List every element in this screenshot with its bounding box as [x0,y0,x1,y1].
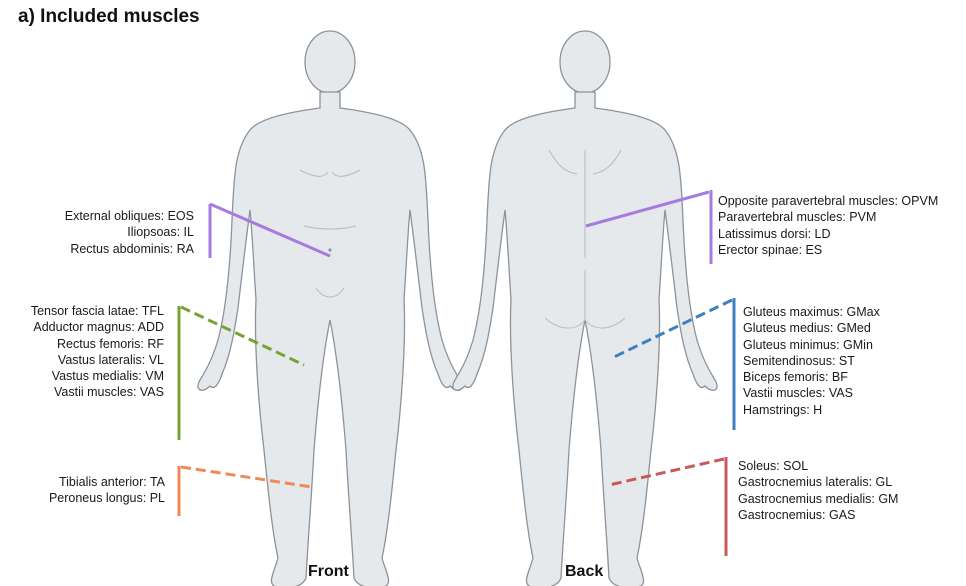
trunk-front-labels: External obliques: EOS Iliopsoas: IL Rec… [65,208,194,257]
trunk-back-labels: Opposite paravertebral muscles: OPVM Par… [718,193,938,258]
muscle-label: Iliopsoas: IL [65,224,194,240]
front-view-label: Front [308,563,349,581]
muscle-label: Soleus: SOL [738,458,898,474]
muscle-label: Opposite paravertebral muscles: OPVM [718,193,938,209]
shank-front-labels: Tibialis anterior: TA Peroneus longus: P… [49,474,165,507]
shank-back-labels: Soleus: SOL Gastrocnemius lateralis: GL … [738,458,898,523]
muscle-label: Biceps femoris: BF [743,369,880,385]
muscle-label: Vastii muscles: VAS [743,385,880,401]
muscle-label: Hamstrings: H [743,402,880,418]
muscle-label: Gastrocnemius lateralis: GL [738,474,898,490]
muscle-label: Tibialis anterior: TA [49,474,165,490]
thigh-front-labels: Tensor fascia latae: TFL Adductor magnus… [31,303,164,401]
thigh-back-labels: Gluteus maximus: GMax Gluteus medius: GM… [743,304,880,418]
back-view-label: Back [565,563,603,581]
muscle-label: Vastus medialis: VM [31,368,164,384]
muscle-label: Tensor fascia latae: TFL [31,303,164,319]
muscle-label: Peroneus longus: PL [49,490,165,506]
figure-title: a) Included muscles [18,6,200,28]
muscle-label: Vastus lateralis: VL [31,352,164,368]
muscle-label: Rectus abdominis: RA [65,241,194,257]
muscle-label: Adductor magnus: ADD [31,319,164,335]
muscle-label: Gluteus medius: GMed [743,320,880,336]
muscle-label: Erector spinae: ES [718,242,938,258]
back-body-figure [453,31,717,586]
muscle-label: Gluteus minimus: GMin [743,337,880,353]
front-body-figure [198,31,462,586]
muscle-label: Gastrocnemius: GAS [738,507,898,523]
muscle-label: Gastrocnemius medialis: GM [738,491,898,507]
muscle-label: Gluteus maximus: GMax [743,304,880,320]
muscle-label: Semitendinosus: ST [743,353,880,369]
muscle-label: Latissimus dorsi: LD [718,226,938,242]
muscle-label: Vastii muscles: VAS [31,384,164,400]
muscle-label: External obliques: EOS [65,208,194,224]
muscle-label: Rectus femoris: RF [31,336,164,352]
muscle-label: Paravertebral muscles: PVM [718,209,938,225]
